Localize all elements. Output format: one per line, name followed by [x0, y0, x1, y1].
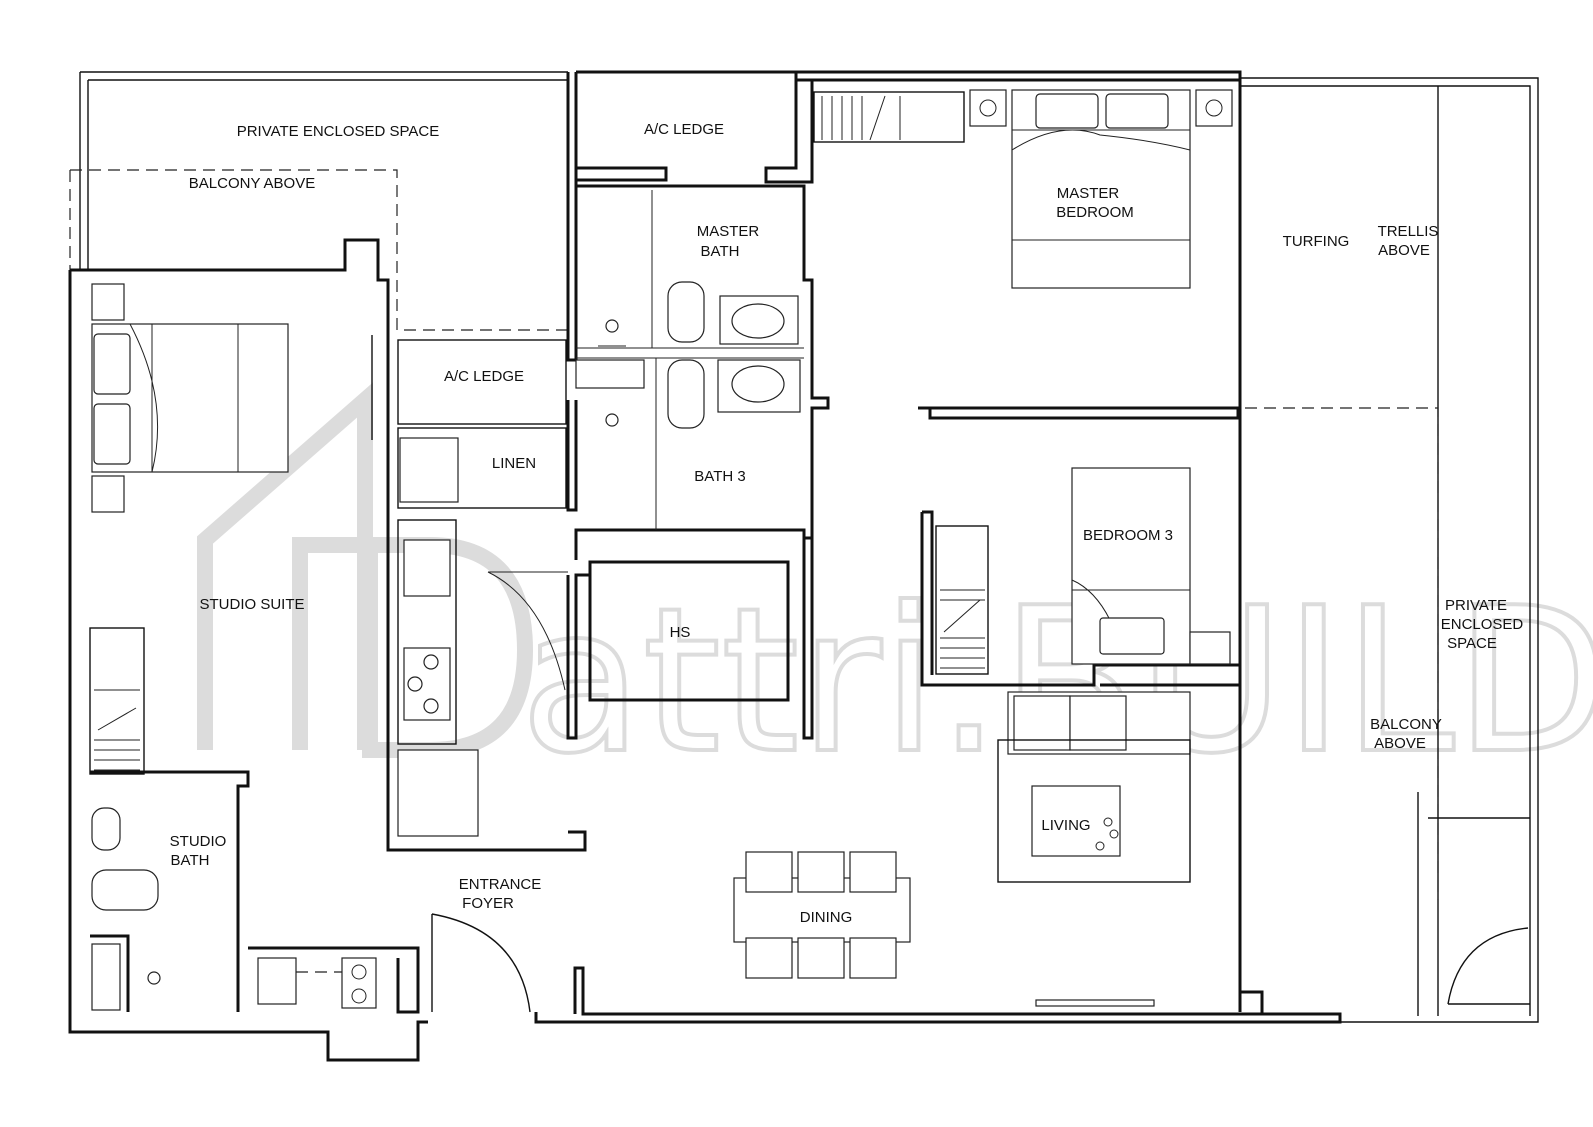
label-balcony-above-right-2: ABOVE	[1374, 735, 1426, 752]
entrance-door-swing	[431, 913, 531, 1013]
terrace-door-swing	[1447, 927, 1530, 1005]
walls	[68, 70, 1342, 1062]
label-master-bath-1: MASTER	[697, 223, 760, 240]
studio-suite-furniture	[89, 283, 373, 775]
label-master-bedroom-2: BEDROOM	[1056, 204, 1134, 221]
watermark-text: attri.BUILD	[520, 565, 1593, 798]
hs-room	[588, 560, 790, 702]
label-dining: DINING	[800, 909, 853, 926]
label-ac-ledge-top: A/C LEDGE	[644, 121, 724, 138]
master-bath-toilet	[667, 281, 705, 343]
room-labels: PRIVATE ENCLOSED SPACE BALCONY ABOVE A/C…	[170, 121, 1524, 926]
dining-furniture	[733, 851, 911, 979]
living-rug	[997, 739, 1191, 883]
label-bath3: BATH 3	[694, 468, 745, 485]
studio-wardrobe	[89, 627, 145, 775]
coffee-table	[1031, 785, 1121, 857]
kitchen-counter	[397, 519, 457, 745]
label-studio-bath-2: BATH	[171, 852, 210, 869]
label-ac-ledge-mid: A/C LEDGE	[444, 368, 524, 385]
studio-bath-toilet	[91, 869, 159, 911]
linen-cabinet	[399, 437, 459, 503]
label-master-bedroom-1: MASTER	[1057, 185, 1120, 202]
label-turfing: TURFING	[1283, 233, 1350, 250]
service-area	[397, 339, 568, 837]
bath3-fixtures	[575, 357, 804, 530]
bath3-toilet	[667, 359, 705, 429]
label-hs: HS	[670, 624, 691, 641]
label-private-enclosed-space-top: PRIVATE ENCLOSED SPACE	[237, 123, 440, 140]
label-bedroom3: BEDROOM 3	[1083, 527, 1173, 544]
studio-bath-fixtures	[91, 807, 377, 1011]
label-studio-suite: STUDIO SUITE	[199, 596, 304, 613]
label-entrance-foyer-2: FOYER	[462, 895, 514, 912]
label-master-bath-2: BATH	[701, 243, 740, 260]
label-linen: LINEN	[492, 455, 536, 472]
master-bedroom-furniture	[813, 89, 1233, 289]
label-studio-bath-1: STUDIO	[170, 833, 227, 850]
living-furniture	[997, 691, 1191, 1007]
label-living: LIVING	[1041, 817, 1090, 834]
kitchen-door-swing	[487, 571, 568, 691]
bedroom3-wardrobe	[935, 525, 989, 675]
label-balcony-above-right-1: BALCONY	[1370, 716, 1442, 733]
master-wardrobe	[813, 91, 965, 143]
watermark: attri.BUILD	[197, 382, 1593, 800]
bedroom3-furniture	[935, 467, 1231, 675]
label-private-enclosed-space-right-3: SPACE	[1447, 635, 1497, 652]
label-trellis-above-1: TRELLIS	[1378, 223, 1439, 240]
master-bath-fixtures	[576, 190, 804, 349]
label-private-enclosed-space-right-2: ENCLOSED	[1441, 616, 1524, 633]
label-private-enclosed-space-right-1: PRIVATE	[1445, 597, 1507, 614]
label-entrance-foyer-1: ENTRANCE	[459, 876, 542, 893]
label-balcony-above-top: BALCONY ABOVE	[189, 175, 315, 192]
label-trellis-above-2: ABOVE	[1378, 242, 1430, 259]
